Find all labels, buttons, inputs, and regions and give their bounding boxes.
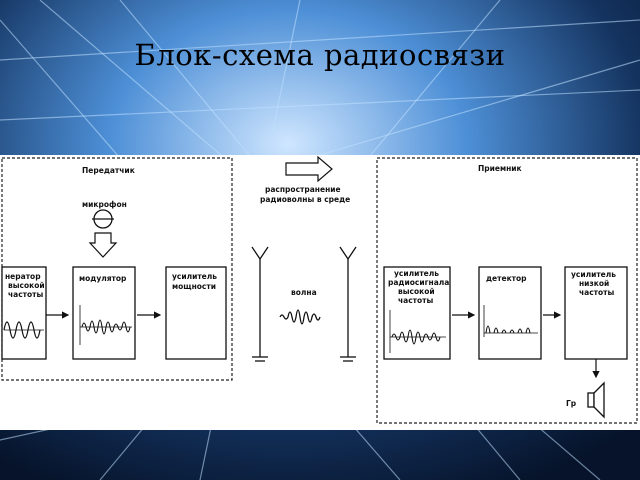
speaker-icon: [587, 381, 605, 419]
lf-label-1: усилитель: [571, 270, 616, 279]
generator-label-2: высокой: [8, 281, 45, 290]
detector-label: детектор: [486, 274, 527, 283]
page-title: Блок-схема радиосвязи: [134, 38, 506, 72]
rf-label-1: усилитель: [394, 269, 439, 278]
propagation-arrow-icon: [285, 155, 333, 183]
modulator-wave: [81, 319, 131, 335]
lf-label-2: низкой: [579, 279, 609, 288]
generator-label-1: нератор: [5, 272, 41, 281]
lf-label-3: частоты: [579, 288, 615, 297]
wave-label: волна: [291, 288, 317, 297]
amplifier-label-1: усилитель: [172, 272, 217, 281]
microphone-arrow: [88, 232, 118, 258]
generator-label-3: частоты: [8, 290, 44, 299]
microphone-label: микрофон: [82, 200, 127, 209]
detector-pulses: [485, 325, 531, 334]
modulator-label: модулятор: [79, 274, 127, 283]
receiver-label: Приемник: [478, 164, 522, 173]
propagation-label-1: распространение: [265, 185, 341, 194]
propagation-label-2: радиоволны в среде: [260, 195, 350, 204]
receive-antenna-icon: [339, 246, 357, 362]
detector-block: [478, 266, 542, 360]
rf-label-4: частоты: [398, 296, 434, 305]
rf-label-3: высокой: [398, 287, 435, 296]
generator-block: [1, 266, 47, 360]
power-amplifier-block: [165, 266, 227, 360]
amplifier-label-2: мощности: [172, 282, 216, 291]
rf-label-2: радиосигнала: [388, 278, 449, 287]
wave-signal: [279, 309, 321, 325]
modulator-block: [72, 266, 136, 360]
receiver-frame: [376, 157, 638, 424]
transmitter-label: Передатчик: [82, 166, 135, 175]
rf-wave: [391, 329, 441, 345]
speaker-label: Гр: [566, 399, 577, 408]
lf-amplifier-block: [564, 266, 628, 360]
rf-amplifier-block: [383, 266, 451, 360]
block-diagram: Передатчик микрофон нератор высокой част…: [0, 155, 640, 430]
transmit-antenna-icon: [251, 246, 269, 362]
